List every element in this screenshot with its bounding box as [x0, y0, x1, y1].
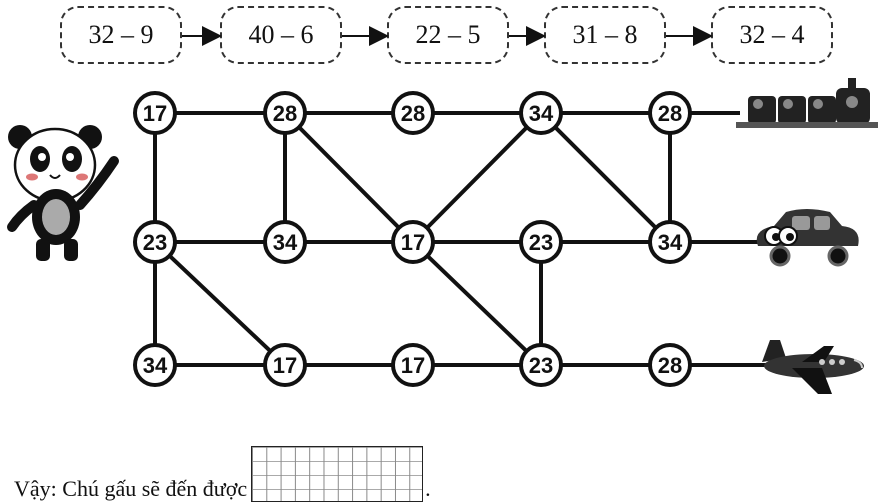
node-circle [519, 220, 563, 264]
node-circle [133, 91, 177, 135]
puzzle-stage: 32 – 9 40 – 6 22 – 5 31 – 8 32 – 4 17 28 2… [7, 6, 878, 502]
expression-box-1: 32 – 9 [60, 6, 182, 64]
answer-footer: Vậy: Chú gấu sẽ đến được . [14, 446, 431, 502]
expression-text: 32 – 9 [88, 20, 154, 49]
node-value: 23 [143, 230, 167, 255]
node-value: 28 [658, 101, 682, 126]
train-icon [736, 78, 878, 128]
node-value: 17 [143, 101, 167, 126]
edge-r2c1-r3c2 [153, 240, 287, 367]
node-circle [263, 343, 307, 387]
node-circle [263, 91, 307, 135]
node-r1c4[interactable]: 34 [519, 91, 563, 135]
nodes-layer: 17 28 28 34 28 23 34 17 23 34 34 17 17 23 28 [133, 91, 692, 387]
node-r1c3[interactable]: 28 [391, 91, 435, 135]
edge-r2c3-r3c4 [411, 240, 543, 367]
node-value: 28 [658, 353, 682, 378]
node-circle [648, 91, 692, 135]
node-circle [391, 91, 435, 135]
node-r3c5[interactable]: 28 [648, 343, 692, 387]
answer-prompt: Vậy: Chú gấu sẽ đến được [14, 476, 248, 501]
airplane-icon [762, 340, 864, 394]
node-r3c1[interactable]: 34 [133, 343, 177, 387]
node-value: 17 [401, 230, 425, 255]
node-r3c4[interactable]: 23 [519, 343, 563, 387]
node-circle [391, 220, 435, 264]
expression-text: 22 – 5 [415, 20, 481, 49]
expression-box-5: 32 – 4 [711, 6, 833, 64]
expression-arrows [182, 26, 713, 46]
expression-text: 40 – 6 [248, 20, 314, 49]
node-r3c3[interactable]: 17 [391, 343, 435, 387]
node-value: 28 [273, 101, 297, 126]
node-value: 34 [658, 230, 683, 255]
edge-r1c4-r2c5 [539, 111, 672, 244]
node-value: 34 [273, 230, 298, 255]
node-circle [648, 343, 692, 387]
node-r2c4[interactable]: 23 [519, 220, 563, 264]
node-r1c5[interactable]: 28 [648, 91, 692, 135]
node-circle [133, 343, 177, 387]
node-r1c1[interactable]: 17 [133, 91, 177, 135]
edge-r2c3-r1c4 [411, 111, 543, 244]
expression-text: 32 – 4 [739, 20, 805, 49]
answer-box[interactable] [251, 446, 424, 502]
node-circle [263, 220, 307, 264]
car-icon [756, 209, 859, 267]
node-r2c1[interactable]: 23 [133, 220, 177, 264]
expression-text: 31 – 8 [572, 20, 638, 49]
expression-box-3: 22 – 5 [387, 6, 509, 64]
edge-r1c2-r2c3 [283, 111, 415, 244]
node-circle [519, 343, 563, 387]
node-circle [391, 343, 435, 387]
maze-graph: 17 28 28 34 28 23 34 17 23 34 34 17 17 23 28 [7, 78, 878, 394]
node-value: 17 [401, 353, 425, 378]
node-r2c2[interactable]: 34 [263, 220, 307, 264]
node-value: 34 [143, 353, 168, 378]
node-circle [648, 220, 692, 264]
node-value: 23 [529, 230, 553, 255]
answer-period: . [425, 476, 431, 501]
node-r3c2[interactable]: 17 [263, 343, 307, 387]
node-r1c2[interactable]: 28 [263, 91, 307, 135]
panda-icon [7, 125, 119, 261]
node-r2c3[interactable]: 17 [391, 220, 435, 264]
expression-box-2: 40 – 6 [220, 6, 342, 64]
node-value: 23 [529, 353, 553, 378]
node-circle [133, 220, 177, 264]
node-circle [519, 91, 563, 135]
node-value: 17 [273, 353, 297, 378]
node-value: 28 [401, 101, 425, 126]
node-r2c5[interactable]: 34 [648, 220, 692, 264]
node-value: 34 [529, 101, 554, 126]
